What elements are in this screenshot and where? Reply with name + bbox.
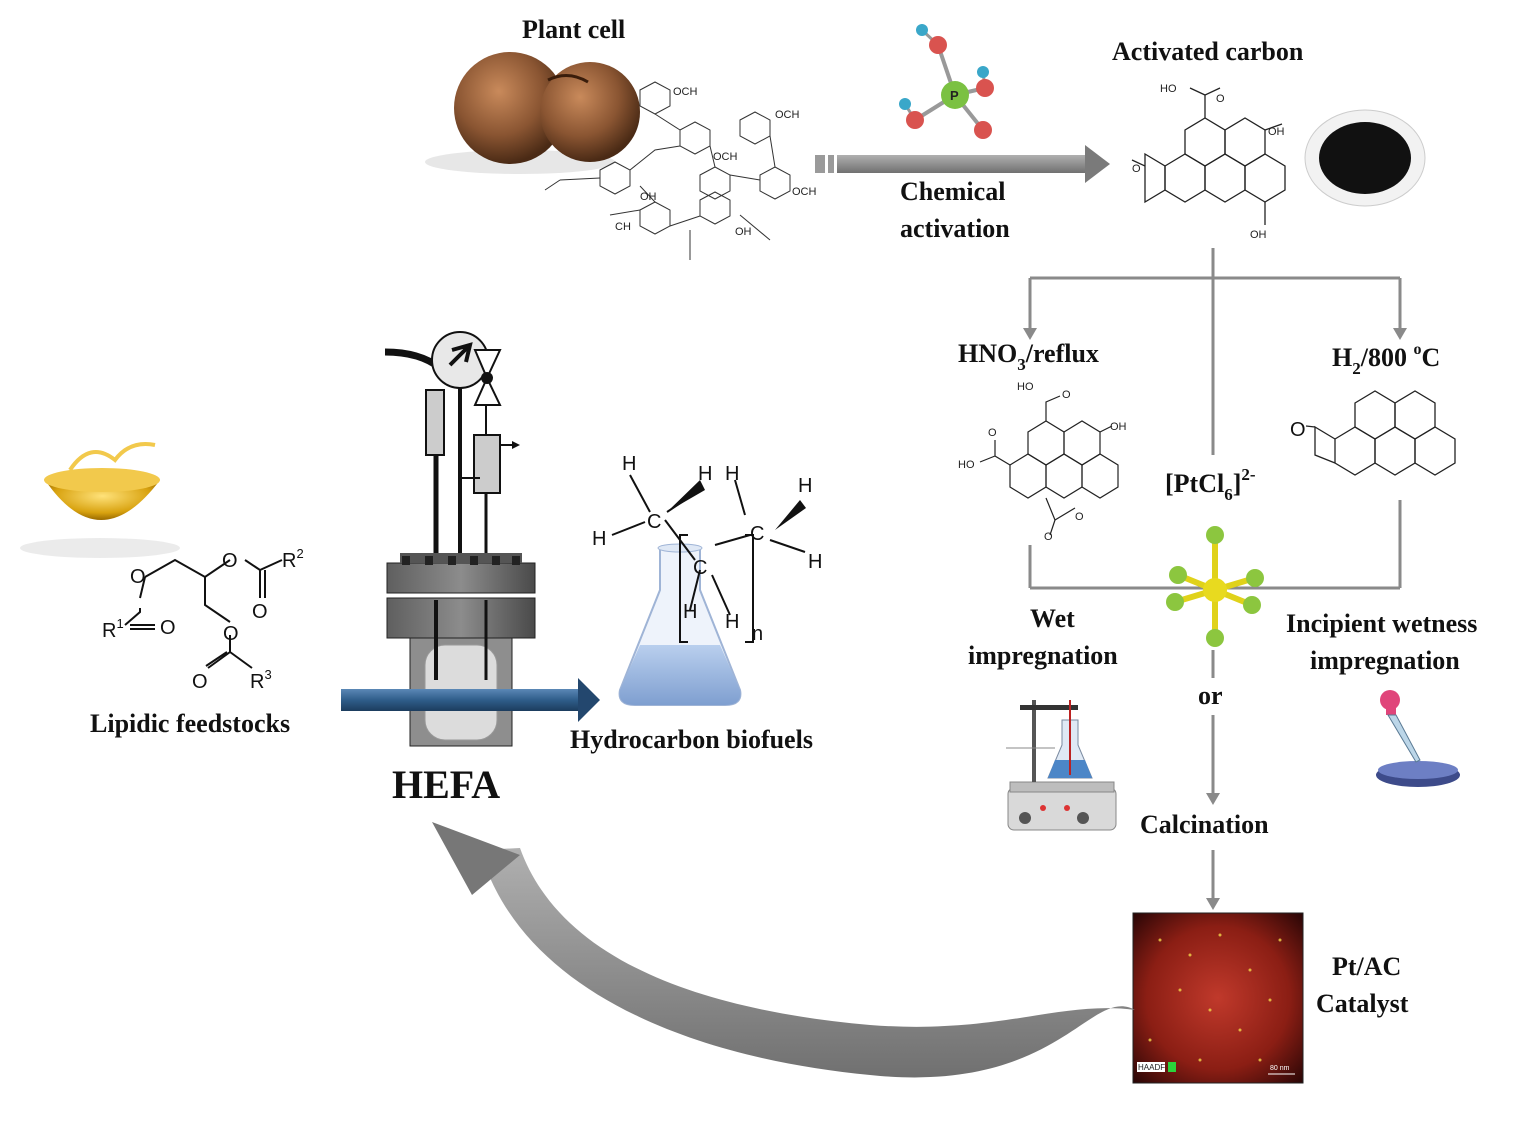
activated-carbon-photo [1304,109,1426,207]
catalyst-return-arrow [432,822,1135,1078]
svg-text:O: O [1075,511,1084,523]
wet-impregnation-label-2: impregnation [968,641,1118,670]
chemical-activation-label-1: Chemical [900,177,1005,206]
svg-text:n: n [752,623,763,645]
svg-text:OH: OH [1110,421,1127,433]
h2-oxygen: O [1290,419,1306,441]
hydrocarbon-biofuels-label: Hydrocarbon biofuels [570,725,813,754]
activated-carbon-label: Activated carbon [1112,37,1304,66]
svg-text:C: C [750,523,764,545]
arrow-head-hno3 [1023,328,1037,340]
svg-text:C: C [693,557,707,579]
hefa-process-arrow [341,678,600,722]
pt-ac-tem-image: HAADF 80 nm [1132,912,1304,1084]
oil-bowl-image [20,442,180,558]
wet-impregnation-label-1: Wet [1030,604,1075,633]
svg-text:O: O [1062,389,1071,401]
chemical-activation-arrow [815,145,1110,183]
svg-text:O: O [192,671,208,693]
svg-text:HO: HO [958,459,975,471]
haadf-label: HAADF [1138,1063,1165,1072]
svg-text:O: O [222,550,238,572]
hefa-label: HEFA [392,762,500,807]
svg-text:H: H [725,611,739,633]
svg-text:OCH: OCH [775,109,800,121]
arrow-head-calcination [1206,793,1220,805]
svg-text:H: H [725,463,739,485]
svg-text:OH: OH [1250,229,1267,241]
activated-carbon-atoms: HO O OH O OH [1132,83,1285,241]
pt-ac-label-1: Pt/AC [1332,952,1401,981]
hefa-reactor [384,331,536,747]
svg-text:HO: HO [1160,83,1177,95]
pt-ac-label-2: Catalyst [1316,989,1409,1018]
triglyceride-structure [124,558,283,669]
svg-text:H: H [592,528,606,550]
activated-carbon-structure [1131,87,1286,225]
coconut-image [425,52,640,174]
phosphoric-acid-molecule: P [899,24,994,139]
svg-text:O: O [160,617,176,639]
polypropylene-atoms: H H H C H H C H C H H n [592,453,822,645]
plant-cell-label: Plant cell [522,15,625,44]
triglyceride-atoms: O O O O O O R1 R2 R3 [102,546,304,693]
svg-text:O: O [988,427,997,439]
svg-text:H: H [683,601,697,623]
wedge-bond-1 [667,480,705,512]
svg-text:HO: HO [1017,381,1034,393]
svg-text:R1: R1 [102,616,124,642]
hno3-atoms: HO O OH O HO O O [958,381,1127,543]
scale-bar-label: 80 nm [1270,1065,1290,1072]
svg-text:H: H [698,463,712,485]
svg-text:OCH: OCH [713,151,738,163]
p-atom: P [950,88,959,103]
svg-text:O: O [130,566,146,588]
dropper-apparatus [1376,690,1460,787]
calcination-label: Calcination [1140,810,1269,839]
chemical-activation-label-2: activation [900,214,1010,243]
svg-text:O: O [223,623,239,645]
lipidic-feedstocks-label: Lipidic feedstocks [90,709,290,738]
svg-text:H: H [798,475,812,497]
svg-text:H: H [808,551,822,573]
hno3-reflux-label: HNO3/reflux [958,339,1099,374]
lignin-labels: OCH OCH OCH OCH CH OH OH [615,86,817,238]
or-label: or [1198,681,1223,710]
ptcl6-label: [PtCl6]2- [1165,465,1256,504]
wedge-bond-2 [775,500,806,530]
svg-text:OH: OH [1268,126,1285,138]
incipient-label-1: Incipient wetness [1286,609,1477,638]
lignin-structure [544,81,791,260]
svg-text:OCH: OCH [792,186,817,198]
stirrer-apparatus [1006,700,1117,831]
svg-text:O: O [1044,531,1053,543]
svg-text:OH: OH [640,191,657,203]
ptcl6-molecule [1166,526,1264,647]
svg-text:H: H [622,453,636,475]
svg-text:OCH: OCH [673,86,698,98]
hno3-structure [979,395,1119,536]
plant-cell-section: Plant cell OCH OCH OCH OCH CH OH OH [425,15,817,260]
arrow-head-catalyst [1206,898,1220,910]
svg-text:O: O [1216,93,1225,105]
svg-text:OH: OH [735,226,752,238]
arrow-head-h2 [1393,328,1407,340]
h2-structure [1305,390,1456,476]
svg-text:R3: R3 [250,667,272,693]
svg-text:O: O [252,601,268,623]
svg-text:C: C [647,511,661,533]
incipient-label-2: impregnation [1310,646,1460,675]
h2-treatment-label: H2/800 oC [1332,341,1440,378]
svg-text:O: O [1132,163,1141,175]
svg-text:CH: CH [615,221,631,233]
svg-text:R2: R2 [282,546,304,572]
